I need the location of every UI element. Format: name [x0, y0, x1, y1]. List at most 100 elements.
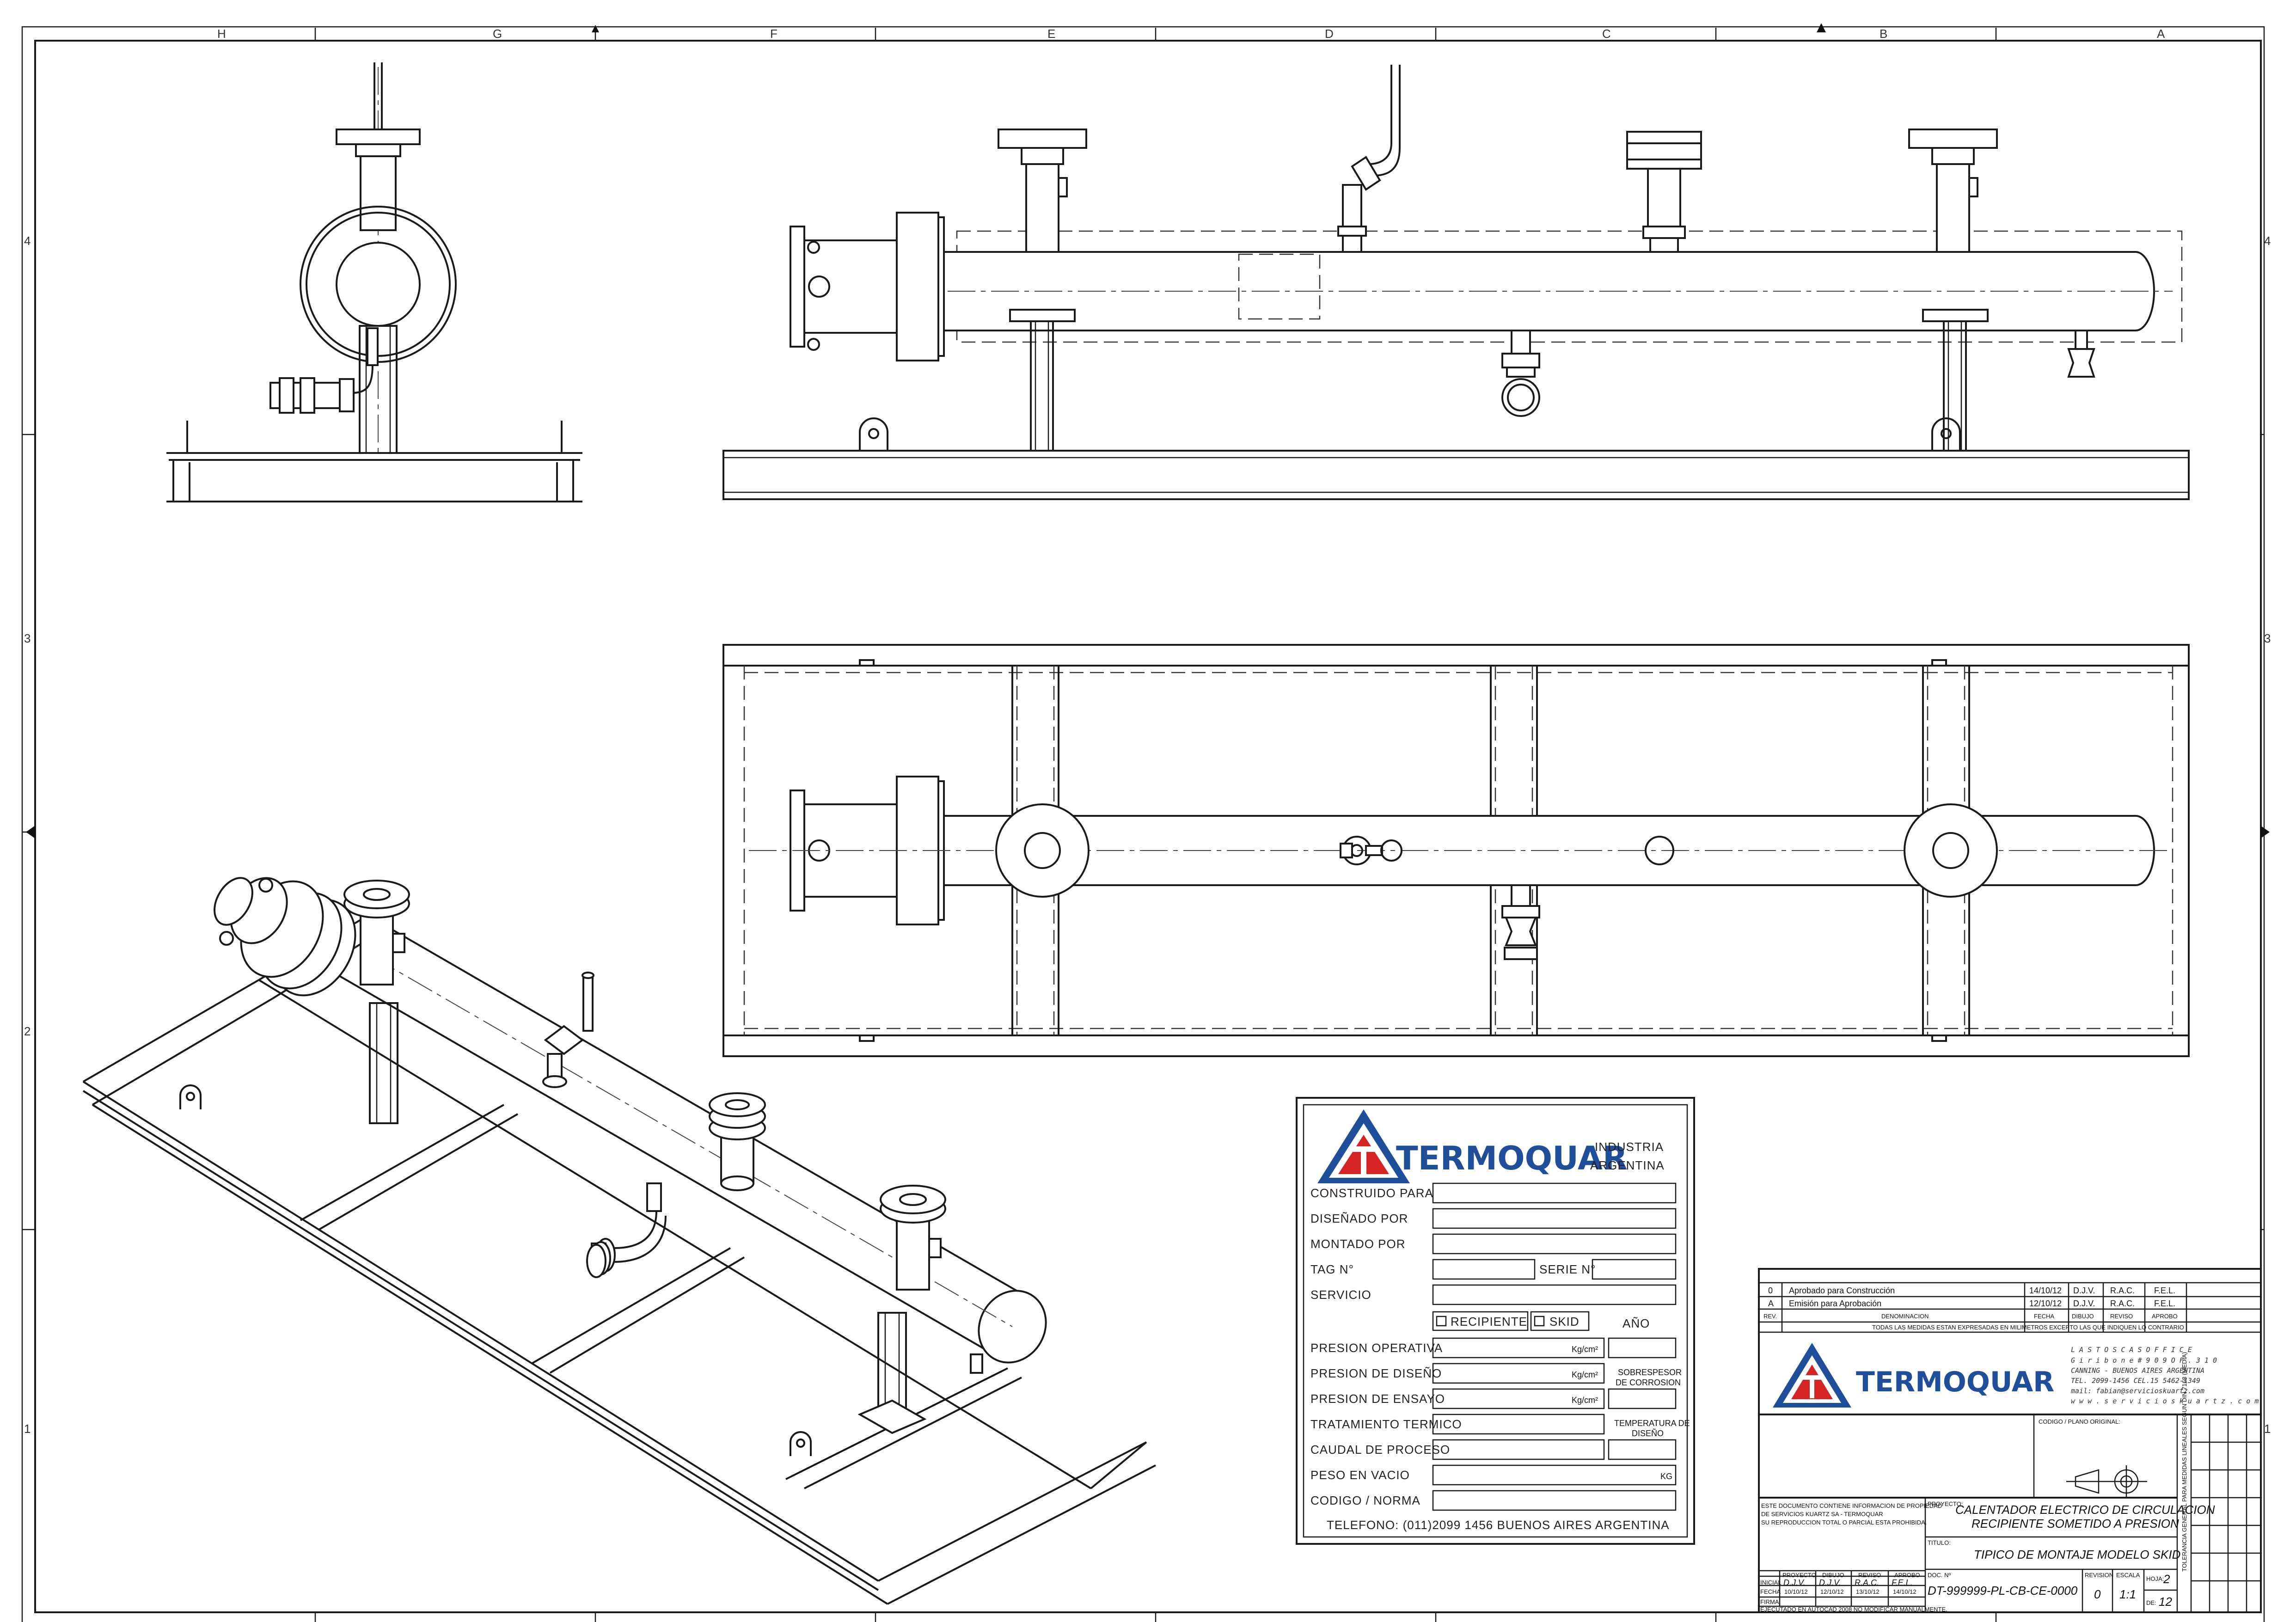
tolerance-table: TOLERANCIA GENERAL PARA MEDIDAS LINEALES…	[2181, 1352, 2261, 1612]
termoquar-logo-icon	[1773, 1343, 1851, 1408]
rev-cell: 0	[1768, 1286, 1773, 1295]
inicial-cell: D.J.V.	[1819, 1578, 1841, 1587]
plate-field-label: CONSTRUIDO PARA	[1310, 1186, 1433, 1200]
nameplate-tagline: ARGENTINA	[1590, 1158, 1665, 1172]
sobreespesor-field[interactable]	[1608, 1388, 1677, 1409]
col-label-top: F	[770, 27, 778, 41]
plate-field-label: TAG N°	[1310, 1262, 1354, 1276]
office-line: L A S T O S C A S O F F I C E	[2071, 1346, 2192, 1354]
escala-label: ESCALA	[2116, 1572, 2140, 1579]
rev-header: REV.	[1763, 1313, 1777, 1320]
plate-field-label: MONTADO POR	[1310, 1237, 1406, 1251]
rev-header: REVISO	[2110, 1313, 2133, 1320]
escala-value: 1:1	[2119, 1587, 2136, 1601]
inicial-cell: F.E.L.	[1892, 1578, 1913, 1587]
tolerance-title: TOLERANCIA GENERAL PARA MEDIDAS LINEALES…	[2181, 1352, 2188, 1572]
serie-label: SERIE N°	[1539, 1262, 1596, 1276]
skid-label: SKID	[1549, 1315, 1580, 1328]
tag-field[interactable]	[1432, 1259, 1536, 1280]
nameplate-tagline: INDUSTRIA	[1595, 1140, 1664, 1154]
title-block-brand: TERMOQUAR	[1856, 1366, 2054, 1398]
inicial-cell: D.J.V.	[1783, 1578, 1806, 1587]
presion-operativa-field[interactable]	[1432, 1337, 1605, 1359]
rev-dibujo-cell: D.J.V.	[2073, 1299, 2095, 1308]
row-label-left: 2	[24, 1024, 31, 1038]
row-label-right: 1	[2264, 1422, 2271, 1436]
isometric-view	[82, 877, 1156, 1605]
titulo-text: TIPICO DE MONTAJE MODELO SKID	[1974, 1548, 2180, 1561]
sobreespesor-label: DE CORROSION	[1616, 1378, 1681, 1387]
col-label-top: C	[1602, 27, 1611, 41]
plate-field-label: PRESION DE DISEÑO	[1310, 1366, 1442, 1380]
hoja-value: 2	[2163, 1572, 2170, 1586]
grid-columns-top: H G F E D C B A	[217, 27, 2165, 41]
peso-field[interactable]	[1432, 1464, 1677, 1486]
hoja-label: HOJA:	[2146, 1575, 2164, 1582]
caudal-field[interactable]	[1432, 1439, 1605, 1460]
rev-header: DENOMINACION	[1881, 1313, 1929, 1320]
recipiente-label: RECIPIENTE	[1451, 1315, 1527, 1328]
col-label-top: A	[2157, 27, 2165, 41]
tratamiento-termico-field[interactable]	[1432, 1414, 1605, 1435]
col-label-top: B	[1880, 27, 1887, 41]
office-line: mail: fabian@servicioskuartz.com	[2070, 1387, 2204, 1395]
rev-dibujo-cell: D.J.V.	[2073, 1286, 2095, 1295]
rev-date-cell: 14/10/12	[2029, 1286, 2062, 1295]
disenado-por-field[interactable]	[1432, 1208, 1677, 1229]
temperatura-field[interactable]	[1608, 1439, 1677, 1460]
rev-reviso-cell: R.A.C.	[2110, 1286, 2135, 1295]
plate-field-label: PRESION OPERATIVA	[1310, 1341, 1443, 1355]
revision-value: 0	[2094, 1587, 2101, 1601]
unit-label: Kg/cm²	[1572, 1396, 1598, 1405]
recipiente-checkbox[interactable]	[1436, 1316, 1447, 1327]
inicial-label: INICIAL	[1760, 1579, 1782, 1586]
autocad-note: EJECUTADO EN AUTOCAD 2008 NO MODIFICAR M…	[1760, 1606, 1947, 1613]
confidential-note: DE SERVICIOS KUARTZ SA - TERMOQUAR	[1761, 1511, 1883, 1518]
rev-desc-cell: Aprobado para Construcción	[1789, 1286, 1895, 1295]
de-value: 12	[2159, 1595, 2172, 1609]
temperatura-label: DISEÑO	[1632, 1428, 1664, 1438]
grid-rows: 4 3 2 1 4 3 1	[22, 234, 2271, 1436]
unit-label: Kg/cm²	[1572, 1370, 1598, 1379]
grid-columns-bottom: H G F E D C B A	[314, 1612, 1997, 1622]
unit-label: Kg/cm²	[1572, 1345, 1598, 1354]
revision-table: 0 Aprobado para Construcción 14/10/12 D.…	[1759, 1282, 2261, 1333]
construido-para-field[interactable]	[1432, 1182, 1677, 1204]
centering-arrow-icon	[592, 25, 599, 32]
anio-label: AÑO	[1623, 1316, 1650, 1330]
servicio-field[interactable]	[1432, 1284, 1677, 1305]
kg-label: KG	[1660, 1472, 1672, 1481]
anio-field[interactable]	[1608, 1337, 1677, 1359]
rev-header: APROBO	[2152, 1313, 2178, 1320]
confidential-note: SU REPRODUCCION TOTAL O PARCIAL ESTA PRO…	[1761, 1519, 1927, 1526]
plate-field-label: PRESION DE ENSAYO	[1310, 1392, 1445, 1406]
recipiente-box	[1432, 1311, 1529, 1331]
proyecto-label: PROYECTO:	[1928, 1500, 1963, 1507]
confidential-note: ESTE DOCUMENTO CONTIENE INFORMACION DE P…	[1761, 1502, 1942, 1509]
sign-header: REVISO	[1858, 1572, 1881, 1579]
telefono-text: TELEFONO: (011)2099 1456 BUENOS AIRES AR…	[1327, 1518, 1670, 1532]
rev-aprobo-cell: F.E.L.	[2154, 1286, 2175, 1295]
presion-diseno-field[interactable]	[1432, 1363, 1605, 1384]
row-label-left: 3	[24, 631, 31, 645]
rev-header: FECHA	[2034, 1313, 2054, 1320]
fecha-label: FECHA	[1760, 1588, 1781, 1595]
centering-arrow-icon	[26, 826, 35, 839]
presion-ensayo-field[interactable]	[1432, 1388, 1605, 1409]
montado-por-field[interactable]	[1432, 1233, 1677, 1255]
skid-checkbox[interactable]	[1534, 1316, 1545, 1327]
codigo-norma-field[interactable]	[1432, 1490, 1677, 1511]
office-line: G i r i b o n e # 9 0 9 O F . 3 1 0	[2071, 1356, 2217, 1365]
firma-label: FIRMA	[1760, 1598, 1779, 1605]
serie-field[interactable]	[1592, 1259, 1677, 1280]
rev-reviso-cell: R.A.C.	[2110, 1299, 2135, 1308]
rev-date-cell: 12/10/12	[2029, 1299, 2062, 1308]
col-label-top: D	[1325, 27, 1334, 41]
centering-arrow-icon	[1817, 23, 1826, 32]
end-view	[166, 62, 582, 502]
fecha-cell: 13/10/12	[1856, 1588, 1880, 1595]
fecha-cell: 10/10/12	[1784, 1588, 1808, 1595]
